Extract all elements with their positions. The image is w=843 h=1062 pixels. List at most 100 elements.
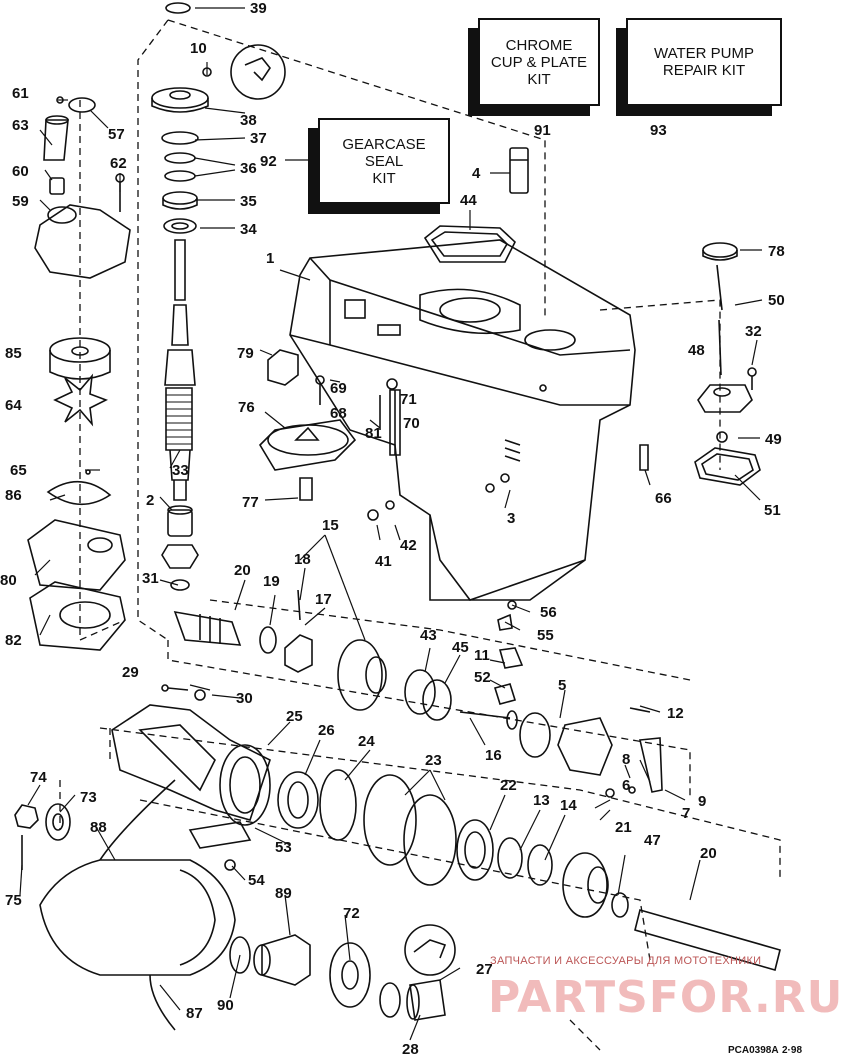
callout-64: 64 xyxy=(5,397,22,414)
callout-26: 26 xyxy=(318,722,335,739)
callout-2: 2 xyxy=(146,492,154,509)
callout-79: 79 xyxy=(237,345,254,362)
callout-69: 69 xyxy=(330,380,347,397)
kit-label-line: SEAL xyxy=(364,152,404,170)
callout-29: 29 xyxy=(122,664,139,681)
callout-8: 8 xyxy=(622,751,630,768)
callout-18: 18 xyxy=(294,551,311,568)
callout-31: 31 xyxy=(142,570,159,587)
callout-6: 6 xyxy=(622,777,630,794)
callout-54: 54 xyxy=(248,872,265,889)
callout-57: 57 xyxy=(108,126,125,143)
kit-label-line: CUP & PLATE xyxy=(490,53,588,71)
callout-60: 60 xyxy=(12,163,29,180)
gearcase-seal-kit-box: GEARCASE SEAL KIT xyxy=(318,118,450,204)
pinion-and-forward-gear xyxy=(173,589,663,798)
callout-52: 52 xyxy=(474,669,491,686)
callout-21: 21 xyxy=(615,819,632,836)
callout-50: 50 xyxy=(768,292,785,309)
callout-15: 15 xyxy=(322,517,339,534)
callout-47: 47 xyxy=(644,832,661,849)
assembly-boundaries xyxy=(59,19,781,1051)
callout-5: 5 xyxy=(558,677,566,694)
callout-87: 87 xyxy=(186,1005,203,1022)
callout-11: 11 xyxy=(474,647,490,664)
kit-label-line: GEARCASE xyxy=(342,135,426,153)
drawing-date: 2·98 xyxy=(782,1045,803,1056)
callout-25: 25 xyxy=(286,708,303,725)
callout-89: 89 xyxy=(275,885,292,902)
callout-49: 49 xyxy=(765,431,782,448)
driveshaft-assembly xyxy=(151,2,212,591)
callout-88: 88 xyxy=(90,819,107,836)
detail-insets xyxy=(230,44,456,976)
callout-30: 30 xyxy=(236,690,253,707)
watermark-caption: ЗАПЧАСТИ И АКСЕССУАРЫ ДЛЯ МОТОТЕХНИКИ xyxy=(490,955,762,967)
callout-75: 75 xyxy=(5,892,22,909)
callout-85: 85 xyxy=(5,345,22,362)
callout-68: 68 xyxy=(330,405,347,422)
propeller-assembly xyxy=(14,779,446,1031)
callout-44: 44 xyxy=(460,192,477,209)
housing-hardware xyxy=(258,349,517,631)
callout-91: 91 xyxy=(534,122,551,139)
callout-93: 93 xyxy=(650,122,667,139)
callout-37: 37 xyxy=(250,130,267,147)
callout-81: 81 xyxy=(365,425,382,442)
callout-82: 82 xyxy=(5,632,22,649)
callout-35: 35 xyxy=(240,193,257,210)
callout-43: 43 xyxy=(420,627,437,644)
callout-32: 32 xyxy=(745,323,762,340)
kit-label-line: WATER PUMP xyxy=(654,45,754,62)
gearcase-exploded-diagram: 39 10 38 37 36 35 34 61 63 57 62 60 59 9… xyxy=(0,0,785,1058)
callout-86: 86 xyxy=(5,487,22,504)
callout-51: 51 xyxy=(764,502,781,519)
callout-16: 16 xyxy=(485,747,502,764)
callout-73: 73 xyxy=(80,789,97,806)
callout-55: 55 xyxy=(537,627,554,644)
seals-top xyxy=(423,147,529,263)
callout-28: 28 xyxy=(402,1041,419,1058)
gearcase-housing xyxy=(289,239,636,601)
callout-20: 20 xyxy=(234,562,251,579)
callout-23: 23 xyxy=(425,752,442,769)
callout-76: 76 xyxy=(238,399,255,416)
callout-13: 13 xyxy=(533,792,550,809)
callout-71: 71 xyxy=(400,391,417,408)
callout-4: 4 xyxy=(472,165,481,182)
kit-label-line: KIT xyxy=(372,169,396,187)
water-pump-repair-kit-box: WATER PUMP REPAIR KIT xyxy=(626,18,782,106)
callout-92: 92 xyxy=(260,153,277,170)
callout-3: 3 xyxy=(507,510,515,527)
callout-80: 80 xyxy=(0,572,17,589)
callout-62: 62 xyxy=(110,155,127,172)
callout-20: 20 xyxy=(700,845,717,862)
driveshaft-splines xyxy=(166,394,192,445)
callout-48: 48 xyxy=(688,342,705,359)
callout-74: 74 xyxy=(30,769,47,786)
callout-70: 70 xyxy=(403,415,420,432)
shift-linkage-parts xyxy=(639,242,761,486)
callout-72: 72 xyxy=(343,905,360,922)
chrome-cup-plate-kit-box: CHROME CUP & PLATE KIT xyxy=(478,18,600,106)
callout-63: 63 xyxy=(12,117,29,134)
callout-42: 42 xyxy=(400,537,417,554)
bearing-housing-assembly xyxy=(111,684,781,971)
callout-59: 59 xyxy=(12,193,29,210)
callout-33: 33 xyxy=(172,462,189,479)
callout-14: 14 xyxy=(560,797,577,814)
callout-22: 22 xyxy=(500,777,517,794)
drawing-code: PCA0398A xyxy=(728,1045,779,1056)
watermark-brand: PARTSFOR.RU xyxy=(488,972,843,1023)
callout-45: 45 xyxy=(452,639,469,656)
callout-39: 39 xyxy=(250,0,267,17)
callout-10: 10 xyxy=(190,40,207,57)
callout-78: 78 xyxy=(768,243,785,260)
callout-19: 19 xyxy=(263,573,280,590)
callout-38: 38 xyxy=(240,112,257,129)
callout-41: 41 xyxy=(375,553,392,570)
callout-1: 1 xyxy=(266,250,274,267)
callout-36: 36 xyxy=(240,160,257,177)
callout-27: 27 xyxy=(476,961,493,978)
callout-17: 17 xyxy=(315,591,332,608)
